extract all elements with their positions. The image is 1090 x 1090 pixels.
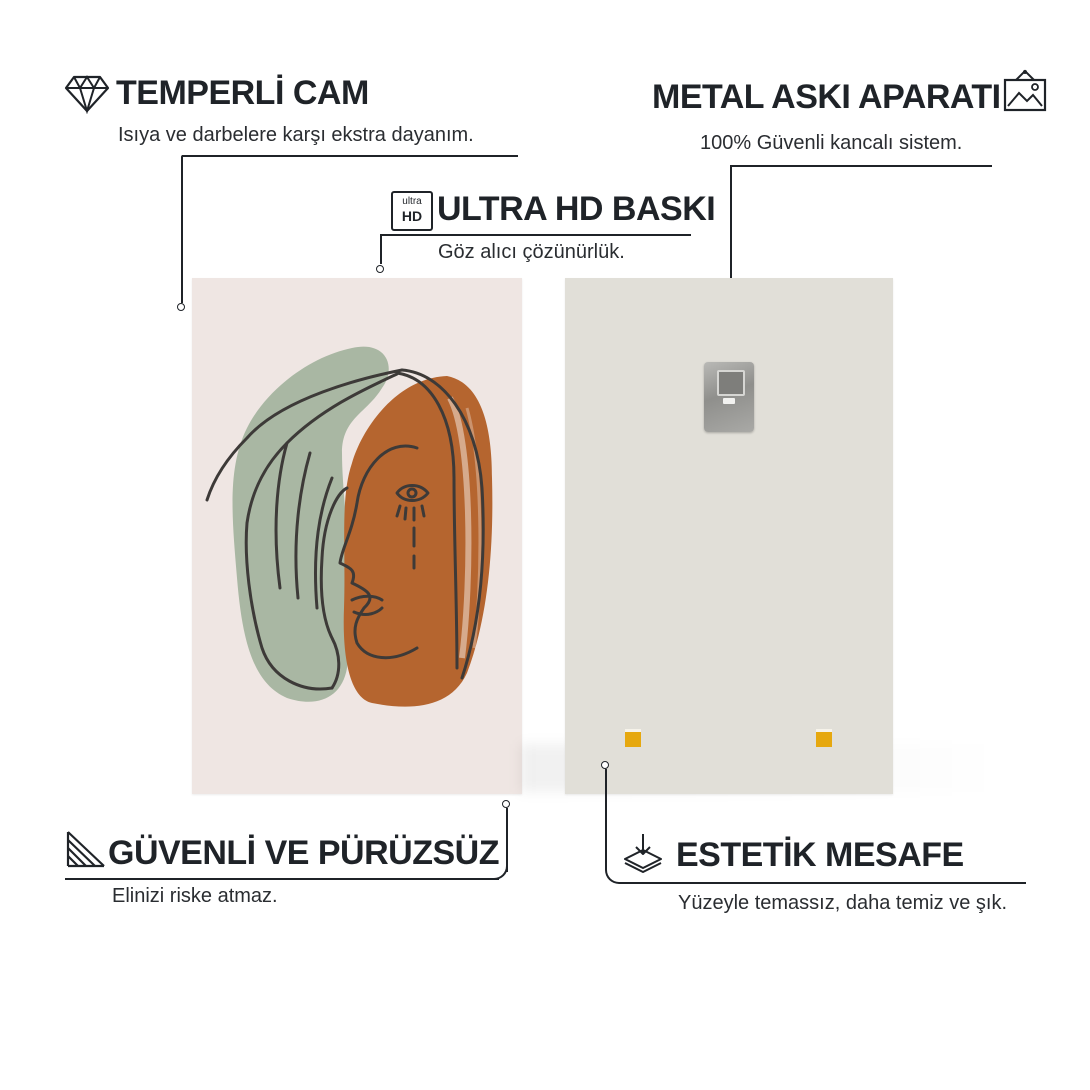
aesthetic-distance-desc: Yüzeyle temassız, daha temiz ve şık. — [678, 892, 1008, 914]
safe-smooth-connector — [65, 878, 499, 880]
diamond-icon — [64, 74, 110, 114]
aesthetic-distance-connector — [622, 882, 1026, 884]
ultra-hd-connector-vertical — [380, 234, 382, 264]
hanger-desc: 100% Güvenli kancalı sistem. — [700, 132, 963, 154]
tempered-glass-connector — [182, 155, 518, 157]
aesthetic-distance-curve — [605, 862, 627, 884]
hatched-corner-icon — [66, 830, 106, 868]
safe-smooth-connector-vertical — [506, 808, 508, 872]
tempered-glass-desc: Isıya ve darbelere karşı ekstra dayanım. — [118, 124, 474, 146]
tempered-glass-dot — [177, 303, 185, 311]
picture-frame-icon — [1002, 68, 1048, 114]
safe-smooth-desc: Elinizi riske atmaz. — [112, 885, 278, 907]
safe-smooth-curve — [484, 856, 508, 880]
back-panel — [565, 278, 893, 794]
ultra-hd-icon-bottom: HD — [401, 208, 423, 224]
aesthetic-distance-title: ESTETİK MESAFE — [676, 836, 964, 874]
aesthetic-distance-dot — [601, 761, 609, 769]
hanger-connector — [731, 165, 992, 167]
spacer-pad-right — [816, 729, 832, 747]
spacer-pad-left — [625, 729, 641, 747]
artwork-illustration — [205, 346, 493, 707]
hanger-connector-vertical — [730, 165, 732, 357]
safe-smooth-title: GÜVENLİ VE PÜRÜZSÜZ — [108, 834, 499, 872]
ultra-hd-icon: ultra HD — [391, 191, 433, 231]
metal-hanger-slot — [717, 370, 745, 396]
metal-hanger-hole — [723, 398, 735, 404]
ultra-hd-dot — [376, 265, 384, 273]
ultra-hd-connector — [381, 234, 691, 236]
ultra-hd-icon-top: ultra — [402, 196, 422, 207]
artwork-panel — [192, 278, 522, 794]
layers-download-icon — [622, 832, 664, 874]
ultra-hd-title: ULTRA HD BASKI — [437, 190, 716, 228]
aesthetic-distance-connector-vertical — [605, 769, 607, 867]
hanger-title: METAL ASKI APARATI — [652, 78, 1001, 116]
tempered-glass-title: TEMPERLİ CAM — [116, 74, 369, 112]
safe-smooth-dot — [502, 800, 510, 808]
ultra-hd-desc: Göz alıcı çözünürlük. — [438, 241, 625, 263]
tempered-glass-connector-vertical — [181, 155, 183, 303]
metal-hanger — [704, 362, 754, 432]
